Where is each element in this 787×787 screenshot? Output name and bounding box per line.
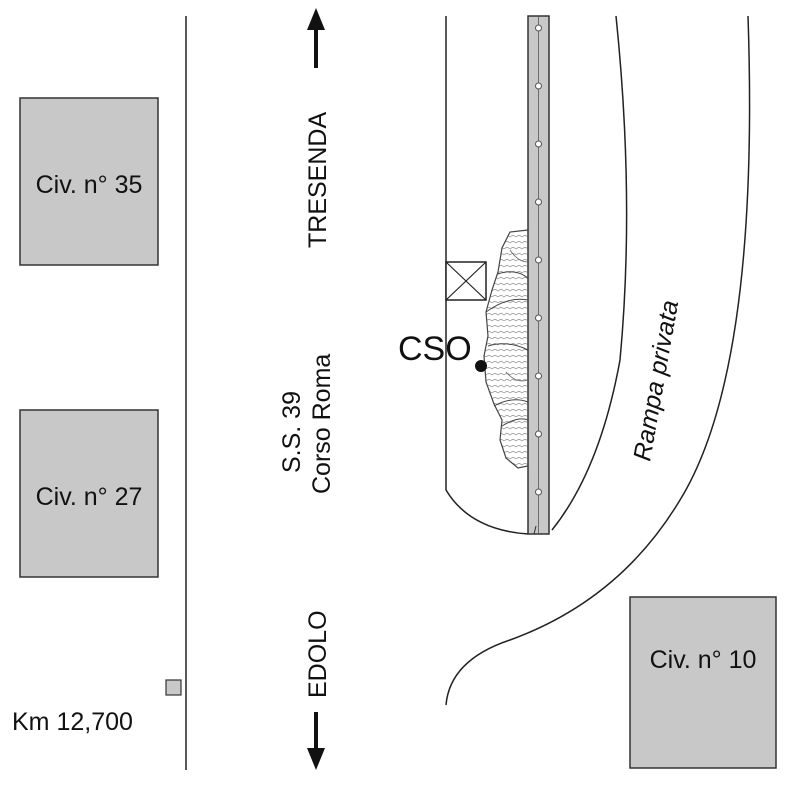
north-arrow-icon (307, 8, 325, 68)
ramp-outer-edge (445, 15, 751, 706)
direction-label-north: TRESENDA (304, 112, 332, 248)
road-name-line2: Corso Roma (308, 354, 336, 494)
km-marker[interactable] (165, 679, 182, 696)
cso-label: CSO (398, 330, 472, 368)
building-civ-27[interactable]: Civ. n° 27 (19, 409, 159, 578)
south-arrow-icon (307, 712, 325, 770)
ramp-label: Rampa privata (628, 298, 684, 463)
building-civ-10-label: Civ. n° 10 (650, 646, 757, 674)
km-marker-label: Km 12,700 (12, 708, 133, 736)
rock-formation (483, 229, 529, 469)
ramp-inner-edge (551, 15, 628, 531)
building-civ-35-label: Civ. n° 35 (36, 171, 143, 199)
direction-label-south: EDOLO (304, 610, 332, 698)
cso-point[interactable] (475, 360, 487, 372)
road-name-line1: S.S. 39 (278, 391, 306, 473)
building-civ-27-label: Civ. n° 27 (36, 483, 143, 511)
building-civ-35[interactable]: Civ. n° 35 (19, 97, 159, 266)
building-civ-10[interactable]: Civ. n° 10 (629, 596, 777, 769)
barrier-strip (527, 15, 550, 535)
crossed-box-icon[interactable] (445, 261, 487, 301)
island-outline (445, 16, 529, 535)
